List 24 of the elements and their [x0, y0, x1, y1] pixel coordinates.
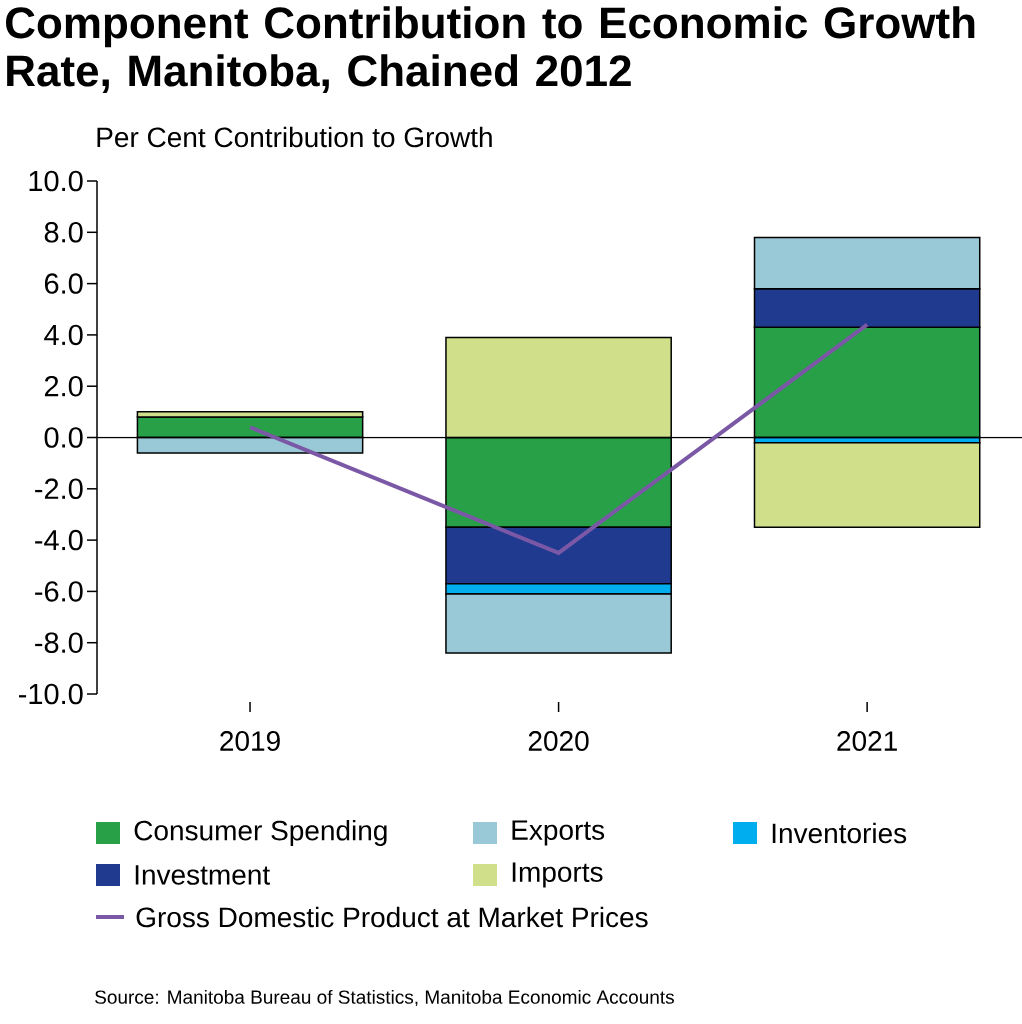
- legend-label: Gross Domestic Product at Market Prices: [136, 906, 648, 928]
- axis-title: Per Cent Contribution to Growth: [97, 126, 492, 148]
- tick-label: 10.0: [29, 170, 83, 192]
- tick-label: 2020: [528, 731, 589, 751]
- tick-label: 0.0: [44, 427, 83, 448]
- legend-label: Investment: [135, 865, 270, 885]
- tick-label: -6.0: [35, 581, 83, 602]
- tick-label: -4.0: [35, 529, 83, 551]
- tick-label: 2019: [220, 731, 280, 751]
- tick-label: 2.0: [44, 375, 83, 397]
- tick-label: -2.0: [35, 478, 83, 500]
- legend-label: Exports: [512, 820, 605, 846]
- tick-label: 4.0: [44, 324, 83, 346]
- tick-label: 8.0: [44, 222, 83, 243]
- legend-label: Imports: [512, 862, 603, 888]
- legend-label: Consumer Spending: [134, 819, 387, 847]
- tick-label: 2021: [837, 731, 897, 751]
- tick-label: 6.0: [44, 273, 83, 294]
- tick-label: -8.0: [35, 632, 83, 653]
- chart-title: Component Contribution to Economic Growth Rate, Manitoba, Chained 2012: [6, 6, 975, 93]
- source-note: Source: Manitoba Bureau of Statistics, Manitoba Economic Accounts: [95, 989, 674, 1007]
- bar: [753, 441, 981, 529]
- tick-label: -10.0: [19, 683, 83, 705]
- legend-label: Inventories: [772, 822, 907, 844]
